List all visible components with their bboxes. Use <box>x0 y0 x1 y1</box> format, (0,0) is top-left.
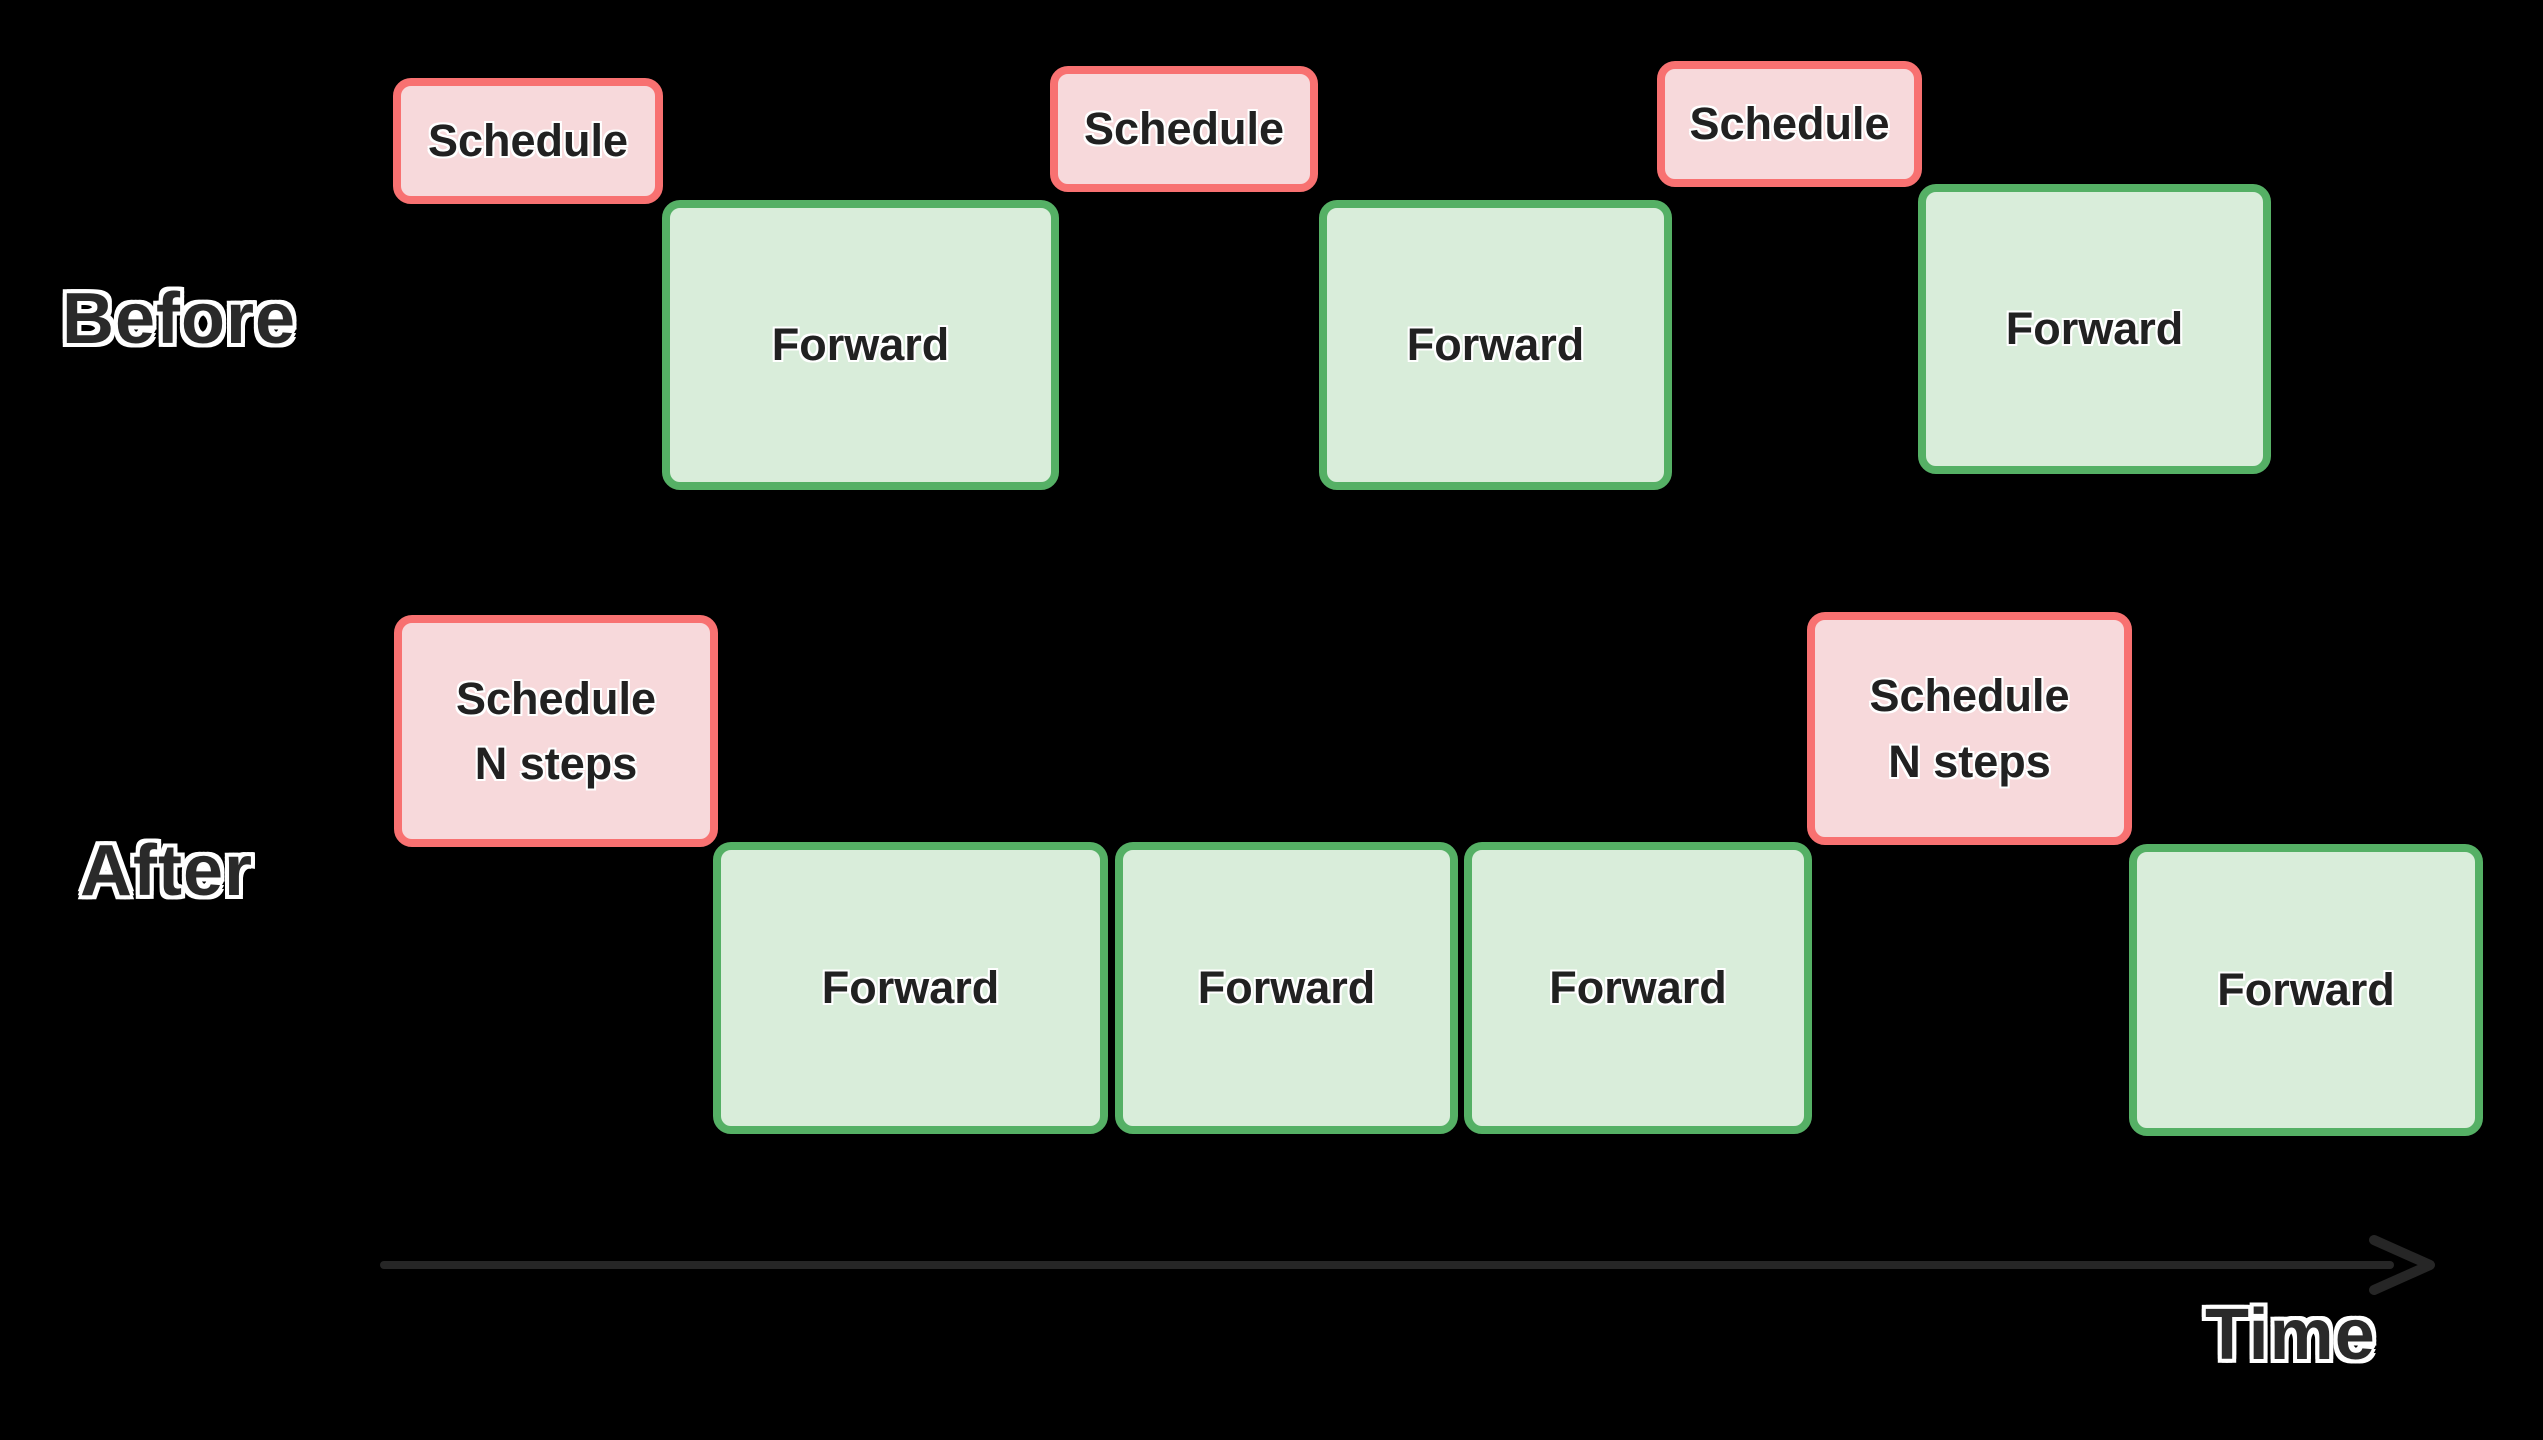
box-label: Forward <box>1197 962 1376 1014</box>
schedule-box: Schedule <box>1657 61 1922 187</box>
time-axis-arrow <box>380 1235 2435 1295</box>
box-label: Schedule <box>1083 103 1285 155</box>
box-label-line: N steps <box>1888 735 2051 787</box>
schedule-box: Schedule <box>1050 66 1318 192</box>
box-label: Forward <box>1406 319 1585 371</box>
arrow-head <box>2369 1235 2435 1295</box>
box-label: Forward <box>2005 303 2184 355</box>
after-row-label: After <box>80 831 254 911</box>
box-label: Forward <box>771 319 950 371</box>
box-label-line: N steps <box>474 738 638 789</box>
box-label: Forward <box>1549 962 1727 1014</box>
box-label: Schedule <box>427 115 629 167</box>
schedule-box: Schedule <box>393 78 663 204</box>
forward-box: Forward <box>1918 184 2271 474</box>
forward-box: Forward <box>1319 200 1672 490</box>
box-label: Forward <box>821 962 1000 1014</box>
box-label: Schedule <box>1689 98 1890 150</box>
forward-box: Forward <box>662 200 1059 490</box>
schedule-n-steps-box: Schedule N steps <box>394 615 718 847</box>
before-row-label: Before <box>62 279 297 359</box>
forward-box: Forward <box>713 842 1108 1134</box>
forward-box: Forward <box>2129 844 2483 1136</box>
box-label-line: Schedule <box>1869 670 2070 722</box>
time-axis-label: Time <box>2205 1295 2376 1375</box>
forward-box: Forward <box>1115 842 1458 1134</box>
box-label: Forward <box>2217 964 2395 1016</box>
schedule-n-steps-box: Schedule N steps <box>1807 612 2132 845</box>
box-label-line: Schedule <box>455 672 657 724</box>
forward-box: Forward <box>1464 842 1812 1134</box>
